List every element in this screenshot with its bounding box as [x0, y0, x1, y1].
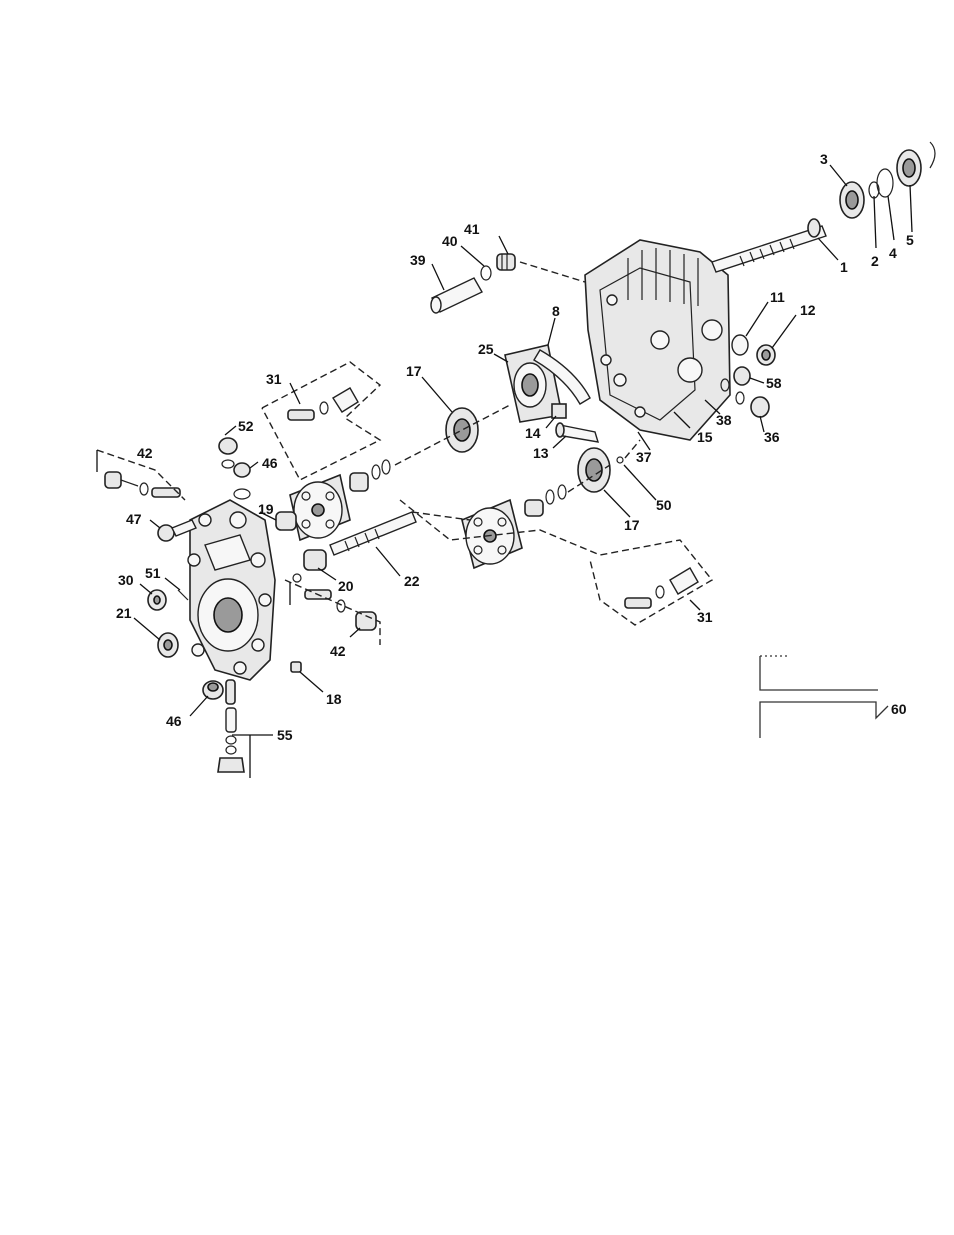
- bearing-17-upper: [446, 408, 478, 452]
- main-housing: [585, 240, 730, 440]
- callout-50: 50: [656, 497, 672, 513]
- callout-47: 47: [126, 511, 142, 527]
- check-valve-31-lower: [625, 568, 698, 608]
- callout-1: 1: [840, 259, 848, 275]
- callout-3: 3: [820, 151, 828, 167]
- callout-17b: 17: [624, 517, 640, 533]
- callout-18: 18: [326, 691, 342, 707]
- callout-31a: 31: [266, 371, 282, 387]
- plug-46-lower: [203, 681, 223, 699]
- washer-30: [148, 590, 188, 610]
- callout-17a: 17: [406, 363, 422, 379]
- callout-30: 30: [118, 572, 134, 588]
- cylinder-block-lower: [462, 485, 566, 568]
- center-section: [188, 500, 275, 680]
- trunnion-13: [552, 404, 598, 442]
- shaft-1: [712, 219, 826, 272]
- detail-frame-60: [760, 656, 888, 738]
- swashplate-25: [505, 345, 590, 422]
- tube-39-set: [431, 254, 515, 313]
- plug-18: [291, 662, 301, 672]
- callout-11: 11: [770, 289, 785, 305]
- callout-2: 2: [871, 253, 879, 269]
- callout-5: 5: [906, 232, 914, 248]
- callout-15: 15: [697, 429, 713, 445]
- callout-37: 37: [636, 449, 652, 465]
- callout-39: 39: [410, 252, 426, 268]
- callout-25: 25: [478, 341, 494, 357]
- callout-58: 58: [766, 375, 782, 391]
- callout-8: 8: [552, 303, 560, 319]
- callout-4: 4: [889, 245, 897, 261]
- callout-38: 38: [716, 412, 732, 428]
- bearing-17-lower: [578, 448, 623, 492]
- callout-55: 55: [277, 727, 293, 743]
- callout-60: 60: [891, 701, 907, 717]
- callout-40: 40: [442, 233, 458, 249]
- callout-42a: 42: [137, 445, 153, 461]
- callout-41: 41: [464, 221, 480, 237]
- callout-51: 51: [145, 565, 161, 581]
- callout-13: 13: [533, 445, 549, 461]
- callout-20: 20: [338, 578, 354, 594]
- callout-12: 12: [800, 302, 816, 318]
- callout-19: 19: [258, 501, 274, 517]
- bearing-stack: [840, 142, 935, 218]
- callout-14: 14: [525, 425, 541, 441]
- plug-52: [219, 438, 250, 499]
- callout-46b: 46: [166, 713, 182, 729]
- callout-22: 22: [404, 573, 420, 589]
- callout-52: 52: [238, 418, 254, 434]
- callout-21: 21: [116, 605, 132, 621]
- callout-36: 36: [764, 429, 780, 445]
- seal-21: [158, 633, 178, 657]
- callout-46a: 46: [262, 455, 278, 471]
- relief-valve-42-right: [293, 574, 376, 630]
- callout-42b: 42: [330, 643, 346, 659]
- callout-31b: 31: [697, 609, 713, 625]
